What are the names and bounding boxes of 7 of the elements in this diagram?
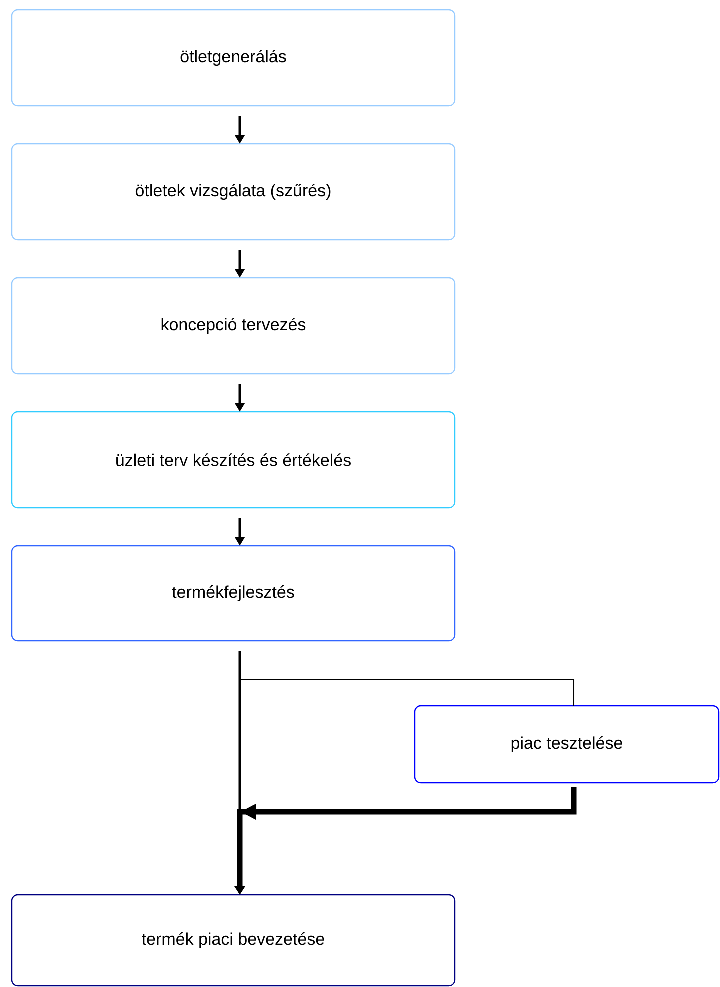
process-box: üzleti terv készítés és értékelés bbox=[11, 411, 456, 509]
process-box: piac tesztelése bbox=[414, 705, 720, 784]
process-box: ötletek vizsgálata (szűrés) bbox=[11, 143, 456, 241]
process-box: koncepció tervezés bbox=[11, 277, 456, 375]
process-box: termék piaci bevezetése bbox=[11, 894, 456, 987]
process-box: termékfejlesztés bbox=[11, 545, 456, 642]
process-box: ötletgenerálás bbox=[11, 9, 456, 107]
